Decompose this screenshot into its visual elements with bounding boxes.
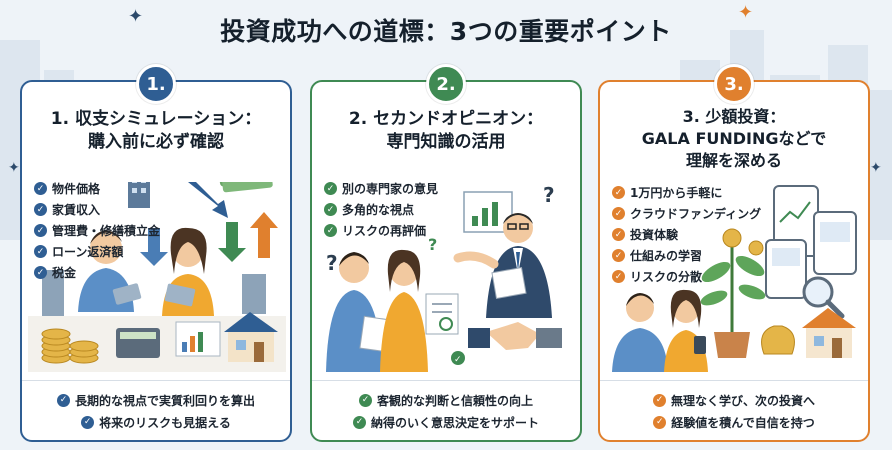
step-badge: 1. <box>136 64 176 104</box>
check-circle-icon: ✓ <box>34 182 47 195</box>
check-circle-icon: ✓ <box>81 415 95 429</box>
check-circle-icon: ✓ <box>352 415 366 429</box>
svg-text:?: ? <box>326 251 338 275</box>
consultation-illustration: ? ? ? ✓ <box>326 183 562 372</box>
list-item: ✓クラウドファンディング <box>612 203 761 224</box>
check-circle-icon: ✓ <box>34 245 47 258</box>
list-item: ✓ローン返済額 <box>34 241 160 262</box>
checklist: ✓別の専門家の意見 ✓多角的な視点 ✓リスクの再評価 <box>324 178 438 241</box>
footer-line: ✓納得のいく意思決定をサポート <box>312 411 580 433</box>
card-title: 3. 少額投資： GALA FUNDINGなどで 理解を深める <box>641 107 827 170</box>
list-item: ✓1万円から手軽に <box>612 182 761 203</box>
card-income-simulation: 1. 1. 収支シミュレーション： 購入前に必ず確認 <box>20 64 292 442</box>
list-item: ✓リスクの再評価 <box>324 220 438 241</box>
list-item: ✓多角的な視点 <box>324 199 438 220</box>
sparkle-icon: ✦ <box>738 2 754 23</box>
footer-line: ✓将来のリスクも見据える <box>22 411 290 433</box>
check-circle-icon: ✓ <box>612 270 625 283</box>
check-circle-icon: ✓ <box>324 224 337 237</box>
list-item: ✓仕組みの学習 <box>612 245 761 266</box>
page-title: 投資成功への道標：3つの重要ポイント <box>220 17 672 46</box>
check-circle-icon: ✓ <box>612 207 625 220</box>
check-circle-icon: ✓ <box>653 415 667 429</box>
svg-text:✓: ✓ <box>454 355 462 365</box>
list-item: ✓税金 <box>34 262 160 283</box>
check-circle-icon: ✓ <box>358 393 372 407</box>
check-circle-icon: ✓ <box>612 249 625 262</box>
check-circle-icon: ✓ <box>34 266 47 279</box>
check-circle-icon: ✓ <box>324 203 337 216</box>
footer-line: ✓無理なく学び、次の投資へ <box>600 389 868 411</box>
list-item: ✓物件価格 <box>34 178 160 199</box>
footer-line: ✓客観的な判断と信頼性の向上 <box>312 389 580 411</box>
card-footer: ✓長期的な視点で実質利回りを算出 ✓将来のリスクも見据える <box>22 380 290 433</box>
step-badge: 2. <box>426 64 466 104</box>
step-badge: 3. <box>714 64 754 104</box>
list-item: ✓別の専門家の意見 <box>324 178 438 199</box>
sparkle-icon: ✦ <box>870 160 882 176</box>
list-item: ✓管理費・修繕積立金 <box>34 220 160 241</box>
sparkle-icon: ✦ <box>128 6 144 27</box>
check-circle-icon: ✓ <box>34 224 47 237</box>
list-item: ✓投資体験 <box>612 224 761 245</box>
list-item: ✓家賃収入 <box>34 199 160 220</box>
svg-text:?: ? <box>428 235 437 254</box>
checklist: ✓1万円から手軽に ✓クラウドファンディング ✓投資体験 ✓仕組みの学習 ✓リス… <box>612 182 761 287</box>
check-circle-icon: ✓ <box>56 393 70 407</box>
card-small-investment: 3. 3. 少額投資： GALA FUNDINGなどで 理解を深める <box>598 64 870 442</box>
card-footer: ✓客観的な判断と信頼性の向上 ✓納得のいく意思決定をサポート <box>312 380 580 433</box>
crowdfunding-illustration <box>612 185 857 372</box>
sparkle-icon: ✦ <box>8 160 20 176</box>
simulation-illustration <box>28 182 286 372</box>
check-circle-icon: ✓ <box>34 203 47 216</box>
check-circle-icon: ✓ <box>612 186 625 199</box>
card-second-opinion: 2. 2. セカンドオピニオン： 専門知識の活用 ? ? ? <box>310 64 582 442</box>
card-footer: ✓無理なく学び、次の投資へ ✓経験値を積んで自信を持つ <box>600 380 868 433</box>
card-title: 1. 収支シミュレーション： 購入前に必ず確認 <box>50 109 262 152</box>
check-circle-icon: ✓ <box>652 393 666 407</box>
checklist: ✓物件価格 ✓家賃収入 ✓管理費・修繕積立金 ✓ローン返済額 ✓税金 <box>34 178 160 283</box>
check-circle-icon: ✓ <box>612 228 625 241</box>
card-title: 2. セカンドオピニオン： 専門知識の活用 <box>348 109 544 152</box>
footer-line: ✓長期的な視点で実質利回りを算出 <box>22 389 290 411</box>
svg-text:?: ? <box>543 183 555 207</box>
footer-line: ✓経験値を積んで自信を持つ <box>600 411 868 433</box>
check-circle-icon: ✓ <box>324 182 337 195</box>
list-item: ✓リスクの分散 <box>612 266 761 287</box>
